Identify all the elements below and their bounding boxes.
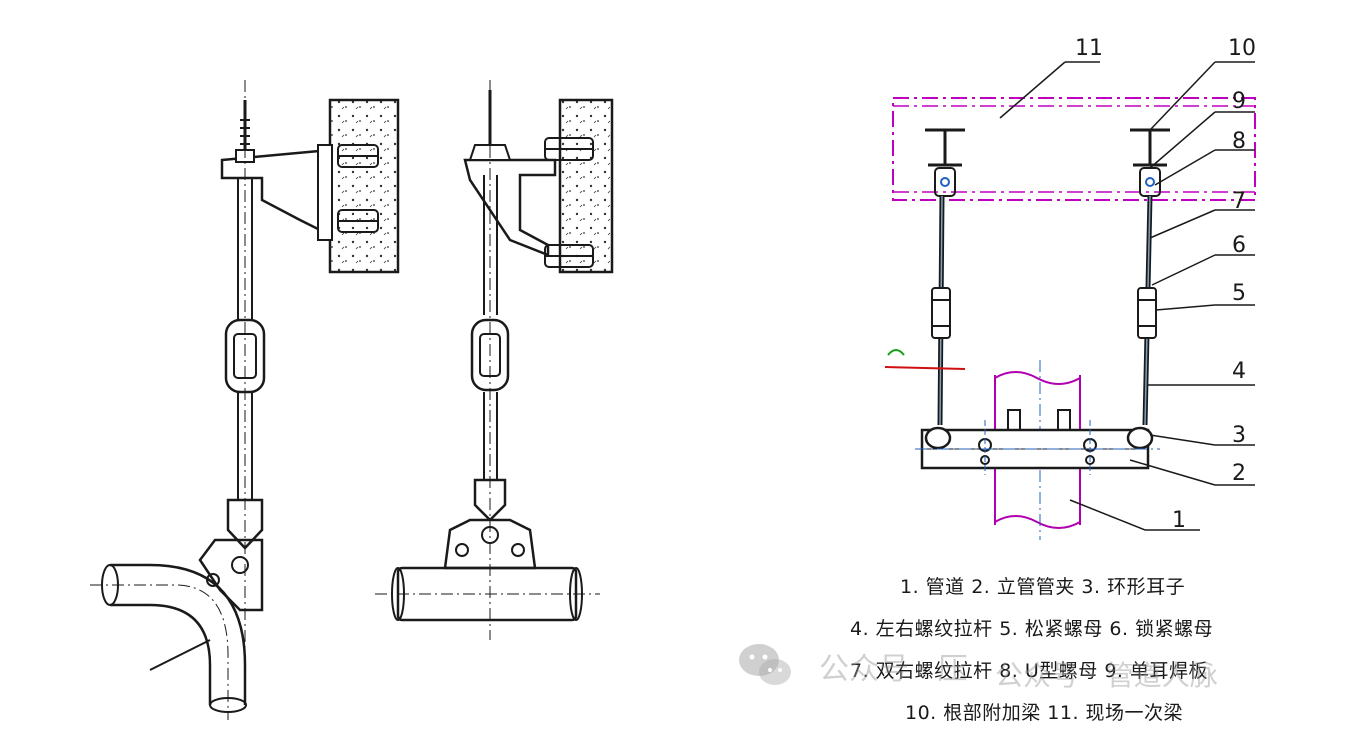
callout-7: 7 (1232, 189, 1246, 214)
legend-line-3: 7. 双右螺纹拉杆 8. U型螺母 9. 单耳焊板 (850, 660, 1208, 682)
middle-wall-plate (558, 98, 614, 274)
watermark-text-right: 公众号 · 管道人脉 (995, 659, 1218, 692)
left-plate-bolts (337, 144, 379, 233)
watermark-text-left: 公众号 · 压 (819, 652, 968, 687)
callout-2: 2 (1232, 461, 1246, 486)
callout-3: 3 (1232, 423, 1246, 448)
wechat-icon (739, 644, 791, 685)
watermark: 公众号 · 压 公众号 · 管道人脉 (735, 636, 1335, 696)
leader-lines (999, 61, 1255, 531)
right-hanger-view (884, 61, 1256, 540)
legend-line-4: 10. 根部附加梁 11. 现场一次梁 (905, 702, 1184, 724)
field-primary-beam (892, 97, 1256, 201)
callout-8: 8 (1232, 129, 1246, 154)
legend-line-2: 4. 左右螺纹拉杆 5. 松紧螺母 6. 锁紧螺母 (850, 618, 1214, 640)
left-wall-plate (328, 98, 400, 274)
root-beam-left (925, 128, 965, 167)
callout-10: 10 (1228, 36, 1256, 61)
left-hanger-view (90, 80, 400, 720)
left-elbow-pipe (110, 563, 247, 705)
callout-6: 6 (1232, 233, 1246, 258)
legend-line-1: 1. 管道 2. 立管管夹 3. 环形耳子 (900, 576, 1186, 598)
callout-numbers: 11 10 9 8 7 6 5 4 3 2 1 (1075, 36, 1256, 533)
callout-4: 4 (1232, 359, 1246, 384)
callout-11: 11 (1075, 36, 1103, 61)
middle-hanger-view (375, 80, 614, 640)
middle-bracket (463, 158, 557, 257)
callout-9: 9 (1232, 89, 1246, 114)
root-beam-right (1130, 128, 1170, 167)
callout-5: 5 (1232, 281, 1246, 306)
callout-1: 1 (1172, 508, 1186, 533)
